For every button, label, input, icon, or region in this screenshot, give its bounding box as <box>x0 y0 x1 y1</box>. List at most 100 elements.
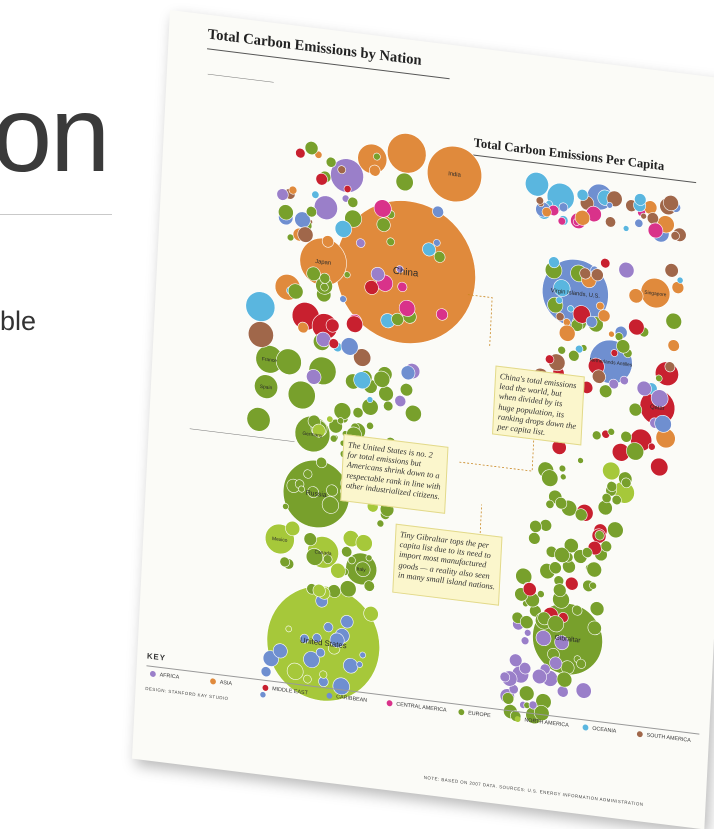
south-america-swatch-icon <box>636 730 643 738</box>
small-bubble <box>370 267 385 282</box>
small-bubble <box>353 371 371 390</box>
small-bubble <box>312 633 322 643</box>
small-bubble <box>312 423 326 438</box>
small-bubble <box>433 250 446 263</box>
turkey-bubble <box>246 407 271 432</box>
small-bubble <box>299 633 310 644</box>
small-bubble <box>287 283 304 300</box>
poster-image[interactable]: Total Carbon Emissions by Nation Total C… <box>130 10 714 829</box>
small-bubble <box>634 193 647 206</box>
small-bubble <box>618 261 635 279</box>
small-bubble <box>520 636 530 646</box>
small-bubble <box>554 547 570 563</box>
small-bubble <box>591 369 606 384</box>
key-item-south-america: SOUTH AMERICA <box>636 730 691 744</box>
small-bubble <box>581 547 593 559</box>
small-bubble <box>553 279 571 297</box>
small-bubble <box>307 486 319 499</box>
small-bubble <box>391 312 404 326</box>
small-bubble <box>260 666 272 678</box>
small-bubble <box>555 296 563 304</box>
small-bubble <box>555 497 568 510</box>
small-bubble <box>337 165 347 175</box>
small-bubble <box>579 267 592 280</box>
small-bubble <box>574 508 588 522</box>
canada-label: Canada <box>314 549 332 557</box>
small-bubble <box>650 389 669 408</box>
small-bubble <box>607 428 615 436</box>
small-bubble <box>515 567 533 585</box>
small-bubble <box>565 576 579 591</box>
small-bubble <box>346 315 364 333</box>
small-bubble <box>626 442 645 461</box>
small-bubble <box>272 643 288 659</box>
small-bubble <box>572 305 591 324</box>
small-bubble <box>369 164 381 177</box>
small-bubble <box>305 548 324 566</box>
small-bubble <box>567 305 575 313</box>
small-bubble <box>545 354 555 364</box>
small-bubble <box>328 338 339 349</box>
small-bubble <box>356 238 366 248</box>
small-bubble <box>436 308 448 321</box>
small-bubble <box>295 147 306 159</box>
small-bubble <box>340 615 354 629</box>
small-bubble <box>353 348 372 367</box>
asia-swatch-icon <box>209 678 217 685</box>
small-bubble <box>600 258 611 269</box>
small-bubble <box>537 590 545 598</box>
small-bubble <box>628 402 643 417</box>
small-bubble <box>376 519 385 528</box>
small-bubble <box>356 661 363 668</box>
small-bubble <box>568 350 580 362</box>
small-bubble <box>298 485 305 493</box>
small-bubble <box>606 481 618 492</box>
small-bubble <box>591 430 602 441</box>
small-bubble <box>571 604 583 616</box>
small-bubble <box>321 496 339 514</box>
italy-label: Italy <box>357 566 367 573</box>
small-bubble <box>337 417 345 425</box>
small-bubble <box>665 312 682 330</box>
europe-swatch-icon <box>458 708 465 716</box>
small-bubble <box>396 265 404 274</box>
small-bubble <box>343 271 351 279</box>
small-bubble <box>499 671 511 683</box>
small-bubble <box>405 404 422 423</box>
small-bubble <box>555 312 565 322</box>
small-bubble <box>343 185 352 193</box>
small-bubble <box>577 457 584 464</box>
small-bubble <box>664 263 679 278</box>
small-bubble <box>610 349 619 357</box>
small-bubble <box>365 554 373 562</box>
key-item-asia: ASIA <box>209 678 232 687</box>
small-bubble <box>587 620 602 636</box>
small-bubble <box>608 378 619 390</box>
small-bubble <box>332 677 350 696</box>
small-bubble <box>528 532 541 545</box>
small-bubble <box>541 469 559 487</box>
small-bubble <box>676 276 684 284</box>
small-bubble <box>303 674 312 684</box>
small-bubble <box>321 235 335 248</box>
small-bubble <box>259 691 267 699</box>
small-bubble <box>545 499 555 509</box>
small-bubble <box>286 662 304 680</box>
caribbean-swatch-icon <box>326 692 333 700</box>
small-bubble <box>528 700 538 710</box>
small-bubble <box>647 442 656 451</box>
small-bubble <box>509 653 523 668</box>
small-bubble <box>288 185 298 195</box>
small-bubble <box>586 561 602 578</box>
small-bubble <box>585 315 598 328</box>
ukraine-bubble <box>275 348 302 375</box>
small-bubble <box>319 272 331 284</box>
small-bubble <box>591 268 604 282</box>
small-bubble <box>541 206 552 218</box>
small-bubble <box>352 407 364 419</box>
small-bubble <box>315 172 328 186</box>
small-bubble <box>647 222 664 239</box>
small-bubble <box>619 375 629 386</box>
small-bubble <box>433 239 441 247</box>
small-bubble <box>303 469 313 479</box>
